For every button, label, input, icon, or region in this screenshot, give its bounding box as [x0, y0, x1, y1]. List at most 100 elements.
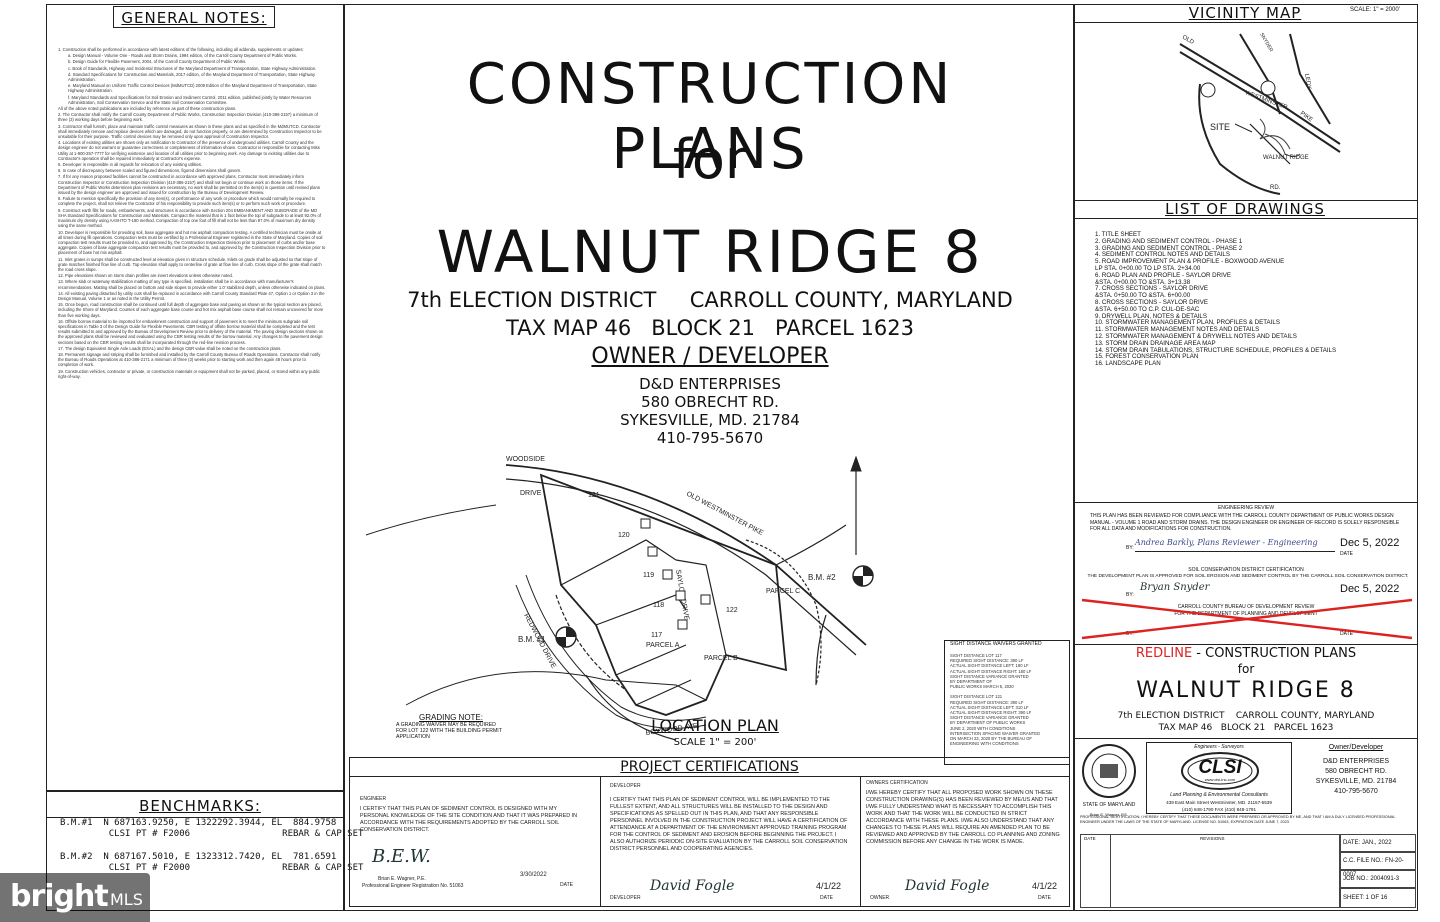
drawing-list-item: 5. ROAD IMPROVEMENT PLAN & PROFILE - BOX… [1095, 258, 1285, 266]
drawing-list-item: 16. LANDSCAPE PLAN [1095, 360, 1161, 368]
mini-title-name: WALNUT RIDGE 8 [1136, 678, 1356, 703]
eng-review-signature: Andrea Barkly, Plans Reviewer - Engineer… [1135, 538, 1318, 547]
lot-122: 122 [726, 607, 738, 614]
owner-dev-line-1: D&D ENTERPRISES [1322, 758, 1390, 765]
benchmark-row-2: B.M.#2 N 687167.5010, E 1323312.7420, EL… [60, 852, 364, 873]
benchmark-row-1: B.M.#1 N 687163.9250, E 1322292.3944, EL… [60, 818, 364, 839]
sight-distance-line: ACTUAL SIGHT DISTANCE RIGHT: 390 LF [950, 710, 1032, 716]
lot-118: 118 [653, 602, 664, 609]
vicinity-header: VICINITY MAP [1188, 4, 1302, 22]
drawing-list-item: LP STA. 0+00.00 TO LP STA. 2+34.00 [1095, 264, 1201, 272]
drawings-rule [1074, 218, 1418, 219]
general-note-item: 13. Where slab or waterway stabilization… [58, 279, 326, 290]
drawing-list-item: 10. STORMWATER MANAGEMENT PLAN, PROFILES… [1095, 319, 1280, 327]
developer-signature: David Fogle [650, 878, 735, 894]
location-plan-map: WOODSIDE DRIVE OLD WESTMINSTER PIKE REDW… [365, 455, 874, 741]
cert-divider-1 [600, 776, 601, 907]
lot-121: 121 [588, 492, 600, 499]
general-notes-list: 1. Construction shall be performed in ac… [58, 47, 326, 507]
rev-date-label: DATE [1084, 836, 1096, 841]
eng-review-by: BY: [1126, 545, 1134, 551]
road-label-woodside: WOODSIDE [506, 456, 545, 463]
soil-signature: Bryan Snyder [1140, 582, 1210, 593]
engineer-label: ENGINEER [360, 796, 387, 802]
drawing-list-item: 7. CROSS SECTIONS - SAYLOR DRIVE [1095, 285, 1209, 293]
sheet-number-field: SHEET: 1 OF 16 [1340, 888, 1416, 908]
sight-distance-title: SIGHT DISTANCE WAIVERS GRANTED [950, 641, 1042, 647]
general-note-item: 11. Inlet grates in sumps shall be const… [58, 256, 322, 272]
grading-note-body: A GRADING WAIVER MAY BE REQUIRED FOR LOT… [396, 722, 502, 740]
vicinity-ledy-label: LEDY [1303, 73, 1312, 89]
rev-revisions-label: REVISIONS [1200, 836, 1225, 841]
pe-seal [1082, 744, 1136, 798]
developer-sig-label: DEVELOPER [610, 895, 641, 901]
owner-signature: David Fogle [905, 878, 990, 894]
drawing-list-item: 2. GRADING AND SEDIMENT CONTROL - PHASE … [1095, 237, 1243, 245]
general-note-item: 15. Once begun, road construction shall … [58, 302, 324, 318]
mini-title-redline: REDLINE - CONSTRUCTION PLANS [1074, 646, 1418, 661]
mini-title-for: for [1237, 662, 1255, 676]
benchmarks-panel [46, 791, 344, 911]
bureau-date-label: DATE [1340, 631, 1353, 637]
clsi-logo-icon [1181, 752, 1259, 790]
developer-date-label: DATE [820, 895, 833, 901]
clsi-wordmark: CLSI [1198, 757, 1242, 778]
drawing-list-item: &STA. 0+50.00 TO &STA. 6+00.00 [1095, 292, 1191, 300]
bright-watermark: bright MLS [0, 873, 150, 922]
vicinity-rule [1074, 22, 1418, 23]
general-note-item: 9. Construct earth fills for roads, emba… [58, 207, 322, 229]
clsi-address: 439 East Main Street Westminster, MD. 21… [1166, 800, 1272, 805]
owner-developer-header: OWNER / DEVELOPER [591, 344, 829, 369]
drawing-list-item: &STA. 6+50.00 TO C.P. CUL-DE-SAC [1095, 305, 1200, 313]
engineer-text: I CERTIFY THAT THIS PLAN OF SEDIMENT CON… [360, 806, 578, 833]
lot-117: 117 [651, 632, 662, 639]
cert-divider-2 [860, 776, 861, 907]
sight-distance-line: ENGINEERING WITH CONDITIONS [950, 741, 1019, 747]
general-note-item: b. Design Guide for Flexible Pavement, 2… [68, 59, 247, 65]
sight-distance-line: SIGHT DISTANCE LOT 121 [950, 694, 1003, 700]
general-note-item: All of the above noted publications are … [58, 106, 237, 112]
parcel-a: PARCEL A [646, 642, 680, 649]
sight-distance-line: BY DEPARTMENT OF PUBLIC WORKS [950, 720, 1026, 726]
pe-cert-text: PROFESSIONAL CERTIFICATION: I HEREBY CER… [1080, 815, 1396, 824]
general-note-item: e. Maryland Manual on Uniform Traffic Co… [68, 83, 317, 94]
general-note-item: 7. If for any reason proposed facilities… [58, 174, 320, 196]
drawings-header: LIST OF DRAWINGS [1165, 200, 1325, 218]
general-note-item: 1. Construction shall be performed in ac… [58, 47, 304, 52]
general-note-item: d. Standard Specifications for Construct… [68, 71, 315, 83]
general-note-item: 19. Construction vehicles, contractor or… [58, 368, 320, 379]
soil-by: BY: [1126, 592, 1134, 598]
general-note-item: 2. The Contractor shall notify the Carro… [58, 112, 318, 123]
general-note-item: 3. Contractor shall furnish, place and m… [58, 123, 322, 140]
review-rule-bottom [1074, 644, 1418, 645]
mls-wordmark: MLS [110, 890, 143, 909]
engineer-date-label: DATE [560, 882, 573, 888]
engineer-registration: Professional Engineer Registration No. 5… [362, 883, 464, 889]
sight-distance-line: SIGHT DISTANCE LOT 117 [950, 653, 1002, 658]
parcel-c: PARCEL C [766, 588, 800, 595]
general-note-item: 4. Locations of existing utilities are s… [58, 140, 320, 161]
sight-distance-line: JUNE 2, 2020 WITH CONDITIONS [950, 725, 1016, 731]
seal-text: STATE OF MARYLAND [1082, 802, 1136, 808]
general-note-item: a. Design Manual - Volume One - Roads an… [68, 53, 298, 59]
engineer-date: 3/30/2022 [520, 872, 547, 878]
redline-rest: - CONSTRUCTION PLANS [1192, 646, 1357, 661]
clsi-top-text: Engineers - Surveyors [1194, 744, 1244, 750]
vicinity-scale: SCALE: 1" = 2000' [1350, 7, 1400, 13]
owner-address: 580 OBRECHT RD. [641, 393, 779, 411]
project-certifications-panel [349, 757, 1070, 907]
drawing-list-item: 12. STORMWATER MANAGEMENT & DRYWELL NOTE… [1095, 332, 1297, 340]
general-note-item: 17. The design Equivalent Single Axle Lo… [58, 345, 282, 351]
owner-dev-label: Owner/Developer [1328, 744, 1384, 751]
job-number-field: JOB NO.: 2004091-3 [1340, 870, 1416, 888]
bureau-text: FOR THE DEPARTMENT OF PLANNING AND DEVEL… [1174, 611, 1318, 617]
sight-distance-line: SIGHT DISTANCE VARIANCE GRANTED [950, 673, 1029, 679]
owner-date: 4/1/22 [1032, 881, 1058, 891]
owner-dev-line-2: 580 OBRECHT RD. [1325, 768, 1387, 775]
sight-distance-line: REQUIRED SIGHT DISTANCE: 390 LF [950, 658, 1024, 664]
general-notes-header: GENERAL NOTES: [121, 9, 267, 27]
cert-top-rule [349, 776, 1070, 777]
eng-review-date: Dec 5, 2022 [1340, 537, 1400, 549]
owner-city: SYKESVILLE, MD. 21784 [620, 411, 800, 429]
lot-120: 120 [618, 532, 630, 539]
